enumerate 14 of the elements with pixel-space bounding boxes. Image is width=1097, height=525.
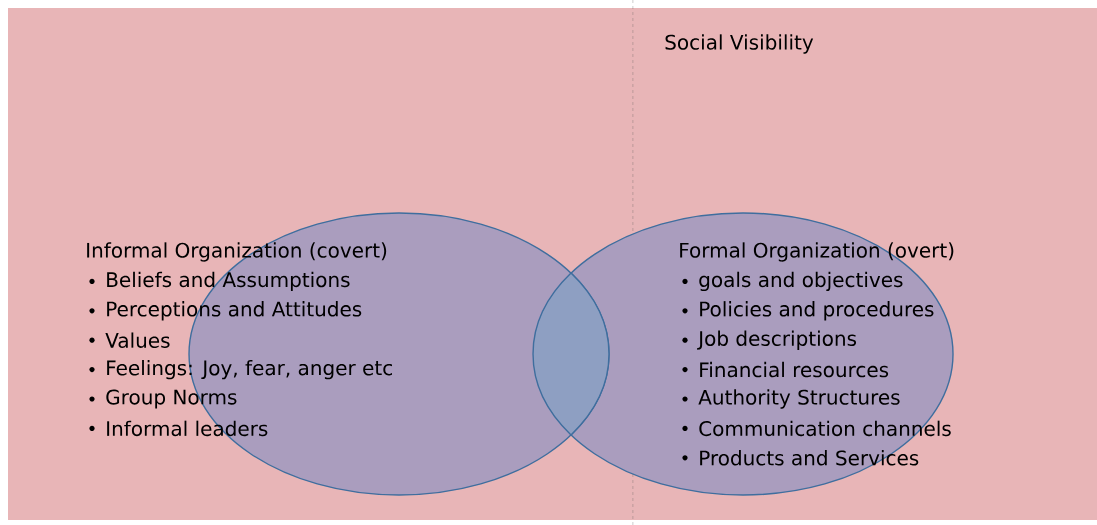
bullet-item: Job descriptions: [682, 330, 857, 350]
bullet-item: Beliefs and Assumptions: [89, 271, 350, 292]
bullet-item: Authority Structures: [682, 389, 900, 409]
bullet-item: Communication channels: [682, 420, 951, 437]
heading: Formal Organization (overt): [680, 242, 954, 262]
overlap-lens: [532, 272, 610, 436]
bullet-item: Informal leaders: [89, 420, 268, 437]
bullet-item: Group Norms: [89, 389, 237, 409]
bullet-item: goals and objectives: [682, 271, 903, 292]
bullet-item: Products and Services: [682, 450, 919, 466]
bullet-item: Financial resources: [682, 361, 889, 378]
bullet-item: Values: [89, 332, 170, 348]
bullet-item: Policies and procedures: [682, 301, 934, 321]
axis-label: Social Visibility: [665, 34, 814, 54]
